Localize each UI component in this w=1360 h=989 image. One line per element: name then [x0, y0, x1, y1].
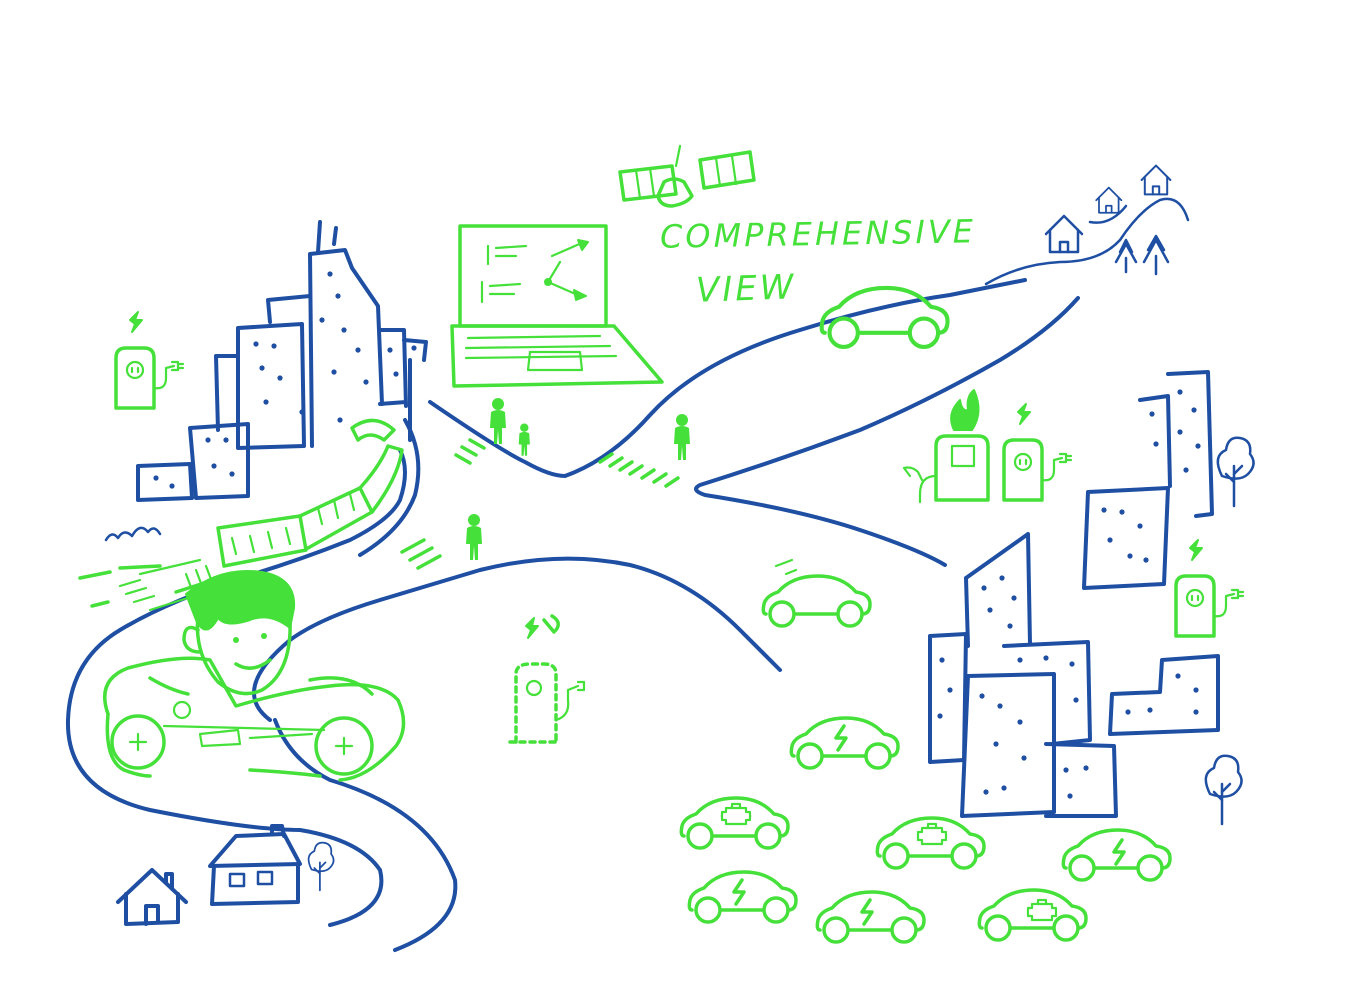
pedestrian-icon-2 — [674, 414, 690, 460]
laptop-icon — [450, 224, 664, 388]
house-icon-center — [208, 824, 302, 906]
car-icon-moving — [761, 574, 872, 628]
title-comprehensive: COMPREHENSIVE — [659, 212, 977, 256]
driver-car-icon — [103, 569, 406, 782]
combustion-car-icon — [875, 816, 986, 870]
service-charger-icon — [508, 614, 586, 744]
city-buildings-left — [136, 220, 428, 502]
electric-car-icon — [687, 870, 798, 924]
hill-village-icon — [984, 164, 1190, 286]
ev-charger-right-mid — [1174, 538, 1245, 638]
fuel-pump-icon — [902, 389, 990, 504]
electric-car-icon — [1061, 828, 1172, 882]
train-icon — [78, 418, 404, 612]
title-view: VIEW — [695, 267, 798, 311]
tree-icon-bottom-left — [307, 841, 335, 892]
city-buildings-right — [928, 370, 1220, 818]
pedestrian-icon-3 — [466, 514, 482, 560]
fleet-cars — [679, 716, 1172, 944]
combustion-car-icon — [977, 888, 1088, 942]
pedestrian-icon-child — [518, 423, 530, 456]
crosswalk-marks — [400, 438, 680, 570]
tree-icon-right-bottom — [1204, 754, 1243, 826]
motion-lines — [774, 558, 798, 576]
ev-charger-right-top — [1002, 402, 1073, 502]
pedestrian-icon-1 — [490, 398, 506, 444]
electric-car-icon — [789, 716, 900, 770]
tree-icon-right-top — [1216, 436, 1255, 508]
satellite-icon — [618, 144, 756, 208]
road-network — [65, 278, 1080, 952]
electric-car-icon — [815, 890, 926, 944]
ev-charger-left — [114, 310, 185, 410]
combustion-car-icon — [679, 796, 790, 850]
house-icon-left — [116, 868, 188, 926]
